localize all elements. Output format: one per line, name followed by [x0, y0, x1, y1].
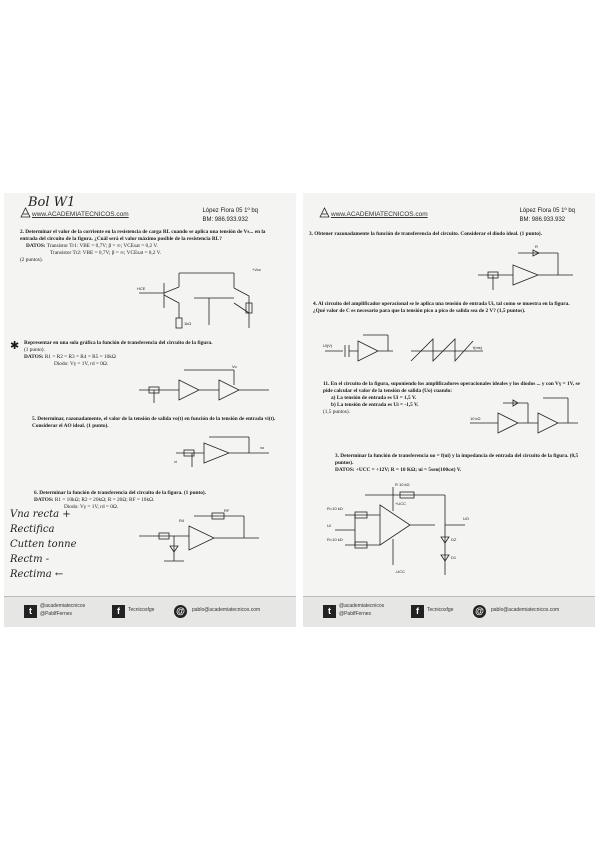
label-r-left2: R=10 kΩ	[327, 537, 343, 542]
data-label: DATOS:	[24, 354, 44, 360]
label-d1: D1	[451, 555, 457, 560]
question-text: 4. Al circuito del amplificador operacio…	[313, 301, 570, 314]
svg-text:Vo: Vo	[232, 364, 237, 369]
twitter-sub: @PablfFernes	[339, 611, 372, 617]
facebook-handle: Tecnicosfge	[427, 607, 454, 613]
integrator-circuit-diagram: vi vo	[174, 436, 269, 467]
svg-text:R: R	[535, 244, 538, 249]
transistor-circuit-diagram: HCE 1kΩ +Vcc	[137, 267, 261, 329]
data-line: R1 = R2 = R3 = R4 = R5 = 10kΩ	[44, 354, 116, 360]
star-mark-icon: ✱	[10, 340, 20, 352]
page-footer: t @academiatecnicos @PablfFernes f Tecni…	[4, 596, 296, 627]
diode-opamp-circuit-diagram: R	[478, 244, 573, 290]
exam-page-left: www.ACADEMIATECNICOS.com López Flora 05 …	[4, 193, 296, 627]
twitter-icon: t	[24, 605, 37, 618]
twitter-handle: @academiatecnicos	[339, 603, 385, 609]
svg-text:+Vcc: +Vcc	[252, 267, 261, 272]
svg-text:10 kΩ: 10 kΩ	[470, 416, 481, 421]
label-r-top: R 10 kΩ	[395, 482, 410, 487]
svg-text:vi: vi	[174, 459, 177, 464]
label-dz: DZ	[451, 537, 457, 542]
question-text: 3. Determinar la función de transferenci…	[335, 453, 579, 466]
question-subitem: b) La tensión de entrada es Ui = -1,5 V.	[331, 402, 419, 408]
question-text: 11. En el circuito de la figura, suponie…	[323, 381, 580, 394]
data-line: Diodo: Vγ = 1V, rd = 0Ω.	[64, 504, 119, 510]
question-text: 6. Determinar la función de transferenci…	[34, 490, 206, 496]
question-2: 2. Determinar el valor de la corriente e…	[20, 229, 280, 264]
exam-page-right: www.ACADEMIATECNICOS.com López Flora 05 …	[303, 193, 595, 627]
svg-text:Ui(V): Ui(V)	[323, 343, 333, 348]
differentiator-circuit-and-waveform: Ui(V) t(ms)	[323, 334, 483, 363]
logo-icon	[319, 207, 330, 218]
email-address: pablo@academiatecnicos.com	[491, 607, 560, 613]
label-r-left1: R=10 kΩ	[327, 506, 343, 511]
code-line: BM: 986.933.932	[519, 217, 566, 223]
handwritten-note: Cutten tonne	[10, 539, 77, 550]
course-line: López Flora 05 1º bq	[202, 208, 258, 214]
logo-icon	[20, 207, 31, 218]
facebook-icon: f	[411, 605, 424, 618]
handwritten-note: Rectm -	[10, 554, 50, 565]
label-ui: Ui	[327, 523, 331, 528]
opamp-diode-circuit-diagram: Vo	[139, 364, 269, 403]
question-3: 3. Obtener razonadamente la función de t…	[309, 231, 579, 238]
handwritten-title: Bol W1	[28, 195, 76, 210]
data-label: DATOS:	[26, 243, 46, 249]
page-footer: t @academiatecnicos @PablfFernes f Tecni…	[303, 596, 595, 627]
question-text: 5. Determinar, razonadamente, el valor d…	[32, 416, 276, 429]
points: (2 puntos).	[20, 257, 43, 263]
label-uo: UO	[463, 516, 469, 521]
question-star: Representar en una sola gráfica la funci…	[24, 340, 279, 368]
data-line: Transistor Tr2: VBE = 0,7V; β = ∞; VCEsa…	[50, 250, 162, 256]
svg-text:RF: RF	[224, 508, 230, 513]
points: (1 punto).	[24, 347, 45, 353]
question-6: 6. Determinar la función de transferenci…	[34, 490, 279, 511]
svg-text:t(ms): t(ms)	[473, 345, 483, 350]
question-5: 5. Determinar, razonadamente, el valor d…	[32, 416, 282, 430]
question-4: 4. Al circuito del amplificador operacio…	[313, 301, 578, 315]
facebook-handle: Tecnicosfge	[128, 607, 155, 613]
svg-text:R4: R4	[179, 518, 185, 523]
handwritten-notes: Vna recta + Rectifica Cutten tonne Rectm…	[10, 507, 77, 582]
course-line: López Flora 05 1º bq	[519, 208, 575, 214]
data-line: Diodo: Vγ = 1V, rd = 0Ω.	[54, 361, 109, 367]
opamp-transfer-circuit-diagram: R4 RF	[139, 508, 259, 562]
facebook-icon: f	[112, 605, 125, 618]
email-icon: @	[473, 605, 486, 618]
label-vcc-pos: +UCC	[395, 501, 406, 506]
email-address: pablo@academiatecnicos.com	[192, 607, 261, 613]
zener-opamp-circuit-diagram: R 10 kΩ R=10 kΩ R=10 kΩ +UCC -UCC Ui UO …	[327, 482, 469, 575]
site-logo-text: www.ACADEMIATECNICOS.com	[32, 211, 129, 218]
handwritten-note: Rectifica	[10, 524, 55, 535]
page-header: www.ACADEMIATECNICOS.com López Flora 05 …	[303, 201, 595, 241]
svg-text:HCE: HCE	[137, 286, 146, 291]
twitter-sub: @PablfFernes	[40, 611, 73, 617]
twitter-icon: t	[323, 605, 336, 618]
question-text: Representar en una sola gráfica la funci…	[24, 340, 213, 346]
label-vcc-neg: -UCC	[395, 569, 405, 574]
data-line: R1 = 10kΩ; R2 = 20kΩ; R = 20Ω; RF = 10kΩ…	[54, 497, 155, 503]
points: (1,5 puntos).	[323, 409, 350, 415]
code-line: BM: 986.933.932	[202, 217, 249, 223]
question-subitem: a) La tensión de entrada es Ui = 1,5 V.	[331, 395, 417, 401]
data-label: DATOS:	[34, 497, 54, 503]
site-logo-text: www.ACADEMIATECNICOS.com	[331, 211, 428, 218]
svg-text:vo: vo	[260, 445, 265, 450]
data-line: DATOS: +UCC = +12V; R = 10 KΩ; ui = 5sen…	[335, 467, 462, 473]
svg-text:1kΩ: 1kΩ	[184, 321, 191, 326]
twitter-handle: @academiatecnicos	[40, 603, 86, 609]
page-header: www.ACADEMIATECNICOS.com López Flora 05 …	[4, 201, 296, 241]
question-3b: 3. Determinar la función de transferenci…	[335, 453, 585, 474]
header-meta: López Flora 05 1º bq BM: 986.933.932	[519, 207, 575, 225]
question-2-text: 2. Determinar el valor de la corriente e…	[20, 229, 266, 242]
handwritten-note: Vna recta +	[10, 509, 71, 520]
handwritten-note: Rectima ←	[10, 569, 64, 580]
question-11: 11. En el circuito de la figura, suponie…	[323, 381, 583, 416]
email-icon: @	[174, 605, 187, 618]
data-line: Transistor Tr1: VBE = 0,7V; β = ∞; VCEsa…	[46, 243, 158, 249]
header-meta: López Flora 05 1º bq BM: 986.933.932	[202, 207, 258, 225]
question-text: 3. Obtener razonadamente la función de t…	[309, 231, 542, 237]
precision-rectifier-circuit-diagram: 10 kΩ	[470, 397, 578, 434]
